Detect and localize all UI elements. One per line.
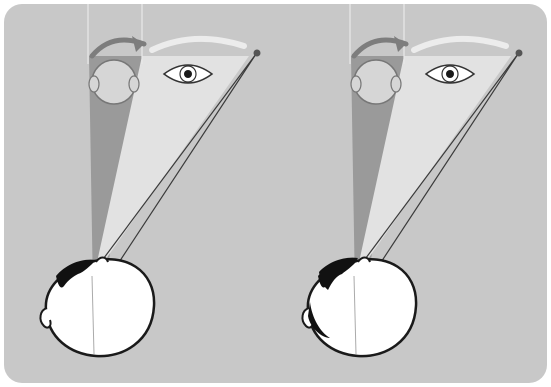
diagram-svg	[4, 4, 547, 383]
panel-right	[302, 4, 522, 356]
diagram-frame	[4, 4, 547, 383]
panel-left	[40, 4, 260, 356]
